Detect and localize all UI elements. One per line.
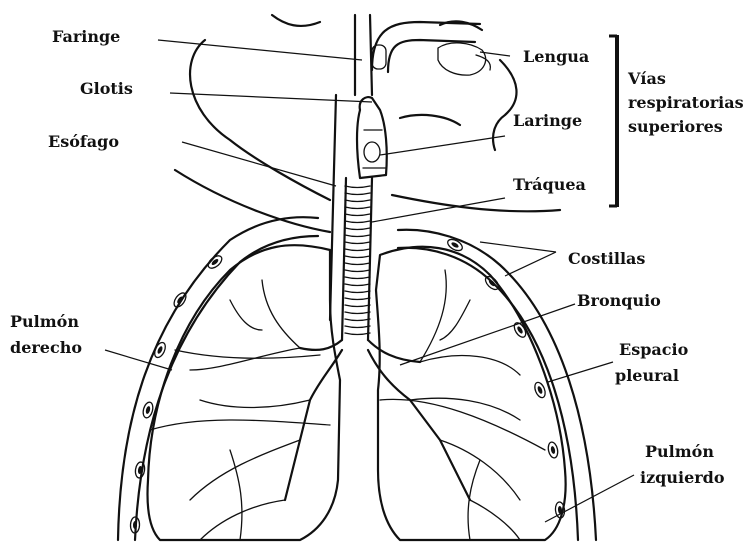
upper-airway [355, 15, 490, 95]
rib-section [142, 401, 155, 419]
leader-glotis [170, 93, 372, 102]
leader-esofago [182, 142, 336, 186]
leader-faringe [158, 40, 362, 60]
right-lung [148, 245, 341, 540]
label-esofago: Esófago [48, 132, 119, 151]
label-glotis: Glotis [80, 79, 133, 98]
label-vias-2: respiratorias [628, 93, 744, 112]
label-traquea: Tráquea [513, 175, 586, 194]
label-pulmon-derecho-2: derecho [10, 338, 82, 357]
leader-costillas-b [505, 252, 556, 276]
leader-pulmon-izquierdo [545, 475, 634, 522]
leader-laringe [380, 136, 505, 155]
chest-wall [118, 217, 596, 540]
upper-airways-bracket [609, 35, 617, 207]
label-costillas: Costillas [568, 249, 645, 268]
label-pulmon-derecho-1: Pulmón [10, 312, 79, 331]
rib-section [533, 381, 547, 399]
label-faringe: Faringe [52, 27, 120, 46]
label-espacio-1: Espacio [619, 340, 689, 359]
label-pulmon-izquierdo-1: Pulmón [645, 442, 714, 461]
larynx [357, 97, 387, 178]
glottis-shape [364, 142, 380, 162]
leader-pulmon-derecho [105, 350, 172, 370]
ribs-left [130, 253, 224, 533]
rib-section [153, 341, 168, 359]
rib-section [547, 441, 559, 459]
label-espacio-2: pleural [615, 366, 679, 385]
leader-espacio-pleural [548, 362, 613, 382]
label-bronquio: Bronquio [577, 291, 661, 310]
rib-section [134, 461, 145, 478]
label-lengua: Lengua [523, 47, 589, 66]
ribs-right [446, 237, 565, 518]
trachea [342, 178, 372, 340]
label-pulmon-izquierdo-2: izquierdo [640, 468, 725, 487]
label-laringe: Laringe [513, 111, 582, 130]
leader-costillas-a [480, 242, 556, 252]
label-vias-1: Vías [627, 69, 666, 88]
label-vias-3: superiores [628, 117, 723, 136]
bronchi [190, 270, 520, 540]
tongue-shape [438, 43, 486, 75]
leader-bronquio [400, 304, 575, 365]
rib-section [206, 253, 224, 270]
